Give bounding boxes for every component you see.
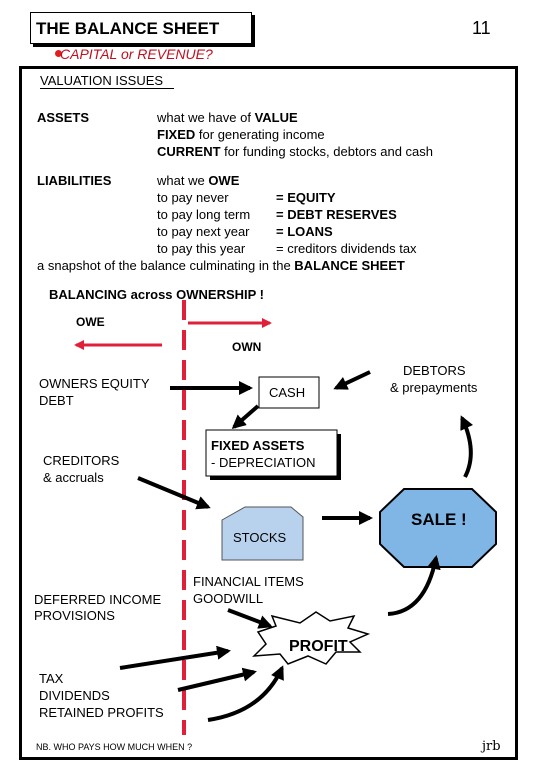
subtitle: CAPITAL or REVENUE?	[60, 46, 213, 62]
cash-box	[258, 376, 320, 409]
assets-line-2: FIXED for generating income	[157, 127, 325, 142]
depreciation-label: - DEPRECIATION	[211, 455, 316, 470]
liability-row-right: = DEBT RESERVES	[276, 207, 397, 222]
liabilities-intro: what we OWE	[157, 173, 240, 188]
profit-label: PROFIT	[289, 638, 348, 655]
debt-label: DEBT	[39, 393, 74, 408]
summary-line: a snapshot of the balance culminating in…	[37, 258, 405, 273]
retained-profits-label: RETAINED PROFITS	[39, 705, 164, 720]
cash-label: CASH	[269, 385, 306, 400]
own-label: OWN	[232, 340, 262, 354]
liability-row-right: = EQUITY	[276, 190, 336, 205]
valuation-heading: VALUATION ISSUES	[40, 73, 164, 88]
sale-label: SALE !	[411, 510, 467, 529]
liability-row-right: = creditors dividends tax	[276, 241, 417, 256]
goodwill-label: GOODWILL	[193, 591, 264, 606]
sale-to-profit-arrow	[387, 555, 441, 616]
dividends-label: DIVIDENDS	[39, 688, 110, 703]
deferred-income-label: DEFERRED INCOME	[34, 592, 162, 607]
financial-items-label: FINANCIAL ITEMS	[193, 574, 304, 589]
liability-row-right: = LOANS	[276, 224, 333, 239]
liability-row-left: to pay this year	[157, 241, 246, 256]
liability-row-left: to pay never	[157, 190, 229, 205]
accruals-label: & accruals	[43, 470, 104, 485]
sale-shape	[379, 488, 497, 568]
profit-starburst	[252, 611, 371, 665]
owners-equity-label: OWNERS EQUITY	[39, 376, 150, 391]
creditors-label: CREDITORS	[43, 453, 120, 468]
heading-underline	[40, 88, 174, 89]
sale-to-debtors-arrow	[460, 415, 474, 478]
owe-label: OWE	[76, 315, 105, 329]
assets-line-1: what we have of VALUE	[157, 110, 298, 125]
diagram-heading: BALANCING across OWNERSHIP !	[49, 287, 265, 302]
bullet-icon	[55, 50, 62, 57]
stocks-shape	[221, 506, 304, 561]
stocks-label: STOCKS	[233, 530, 287, 545]
liability-row-left: to pay long term	[157, 207, 251, 222]
title-box	[30, 12, 252, 44]
content-frame	[19, 66, 518, 760]
author-initials: jrb	[482, 739, 501, 754]
financial-to-profit-arrow	[227, 608, 273, 629]
prepayments-label: & prepayments	[390, 380, 478, 395]
cash-to-fixed-arrow	[231, 404, 260, 429]
assets-line-3: CURRENT for funding stocks, debtors and …	[157, 144, 434, 159]
assets-label: ASSETS	[37, 110, 90, 125]
page-title: THE BALANCE SHEET	[36, 19, 220, 38]
creditors-to-stocks-arrow	[137, 476, 211, 510]
liabilities-label: LIABILITIES	[37, 173, 112, 188]
debtors-label: DEBTORS	[403, 363, 466, 378]
tax-label: TAX	[39, 671, 64, 686]
profit-to-tax-arrow-2	[177, 667, 257, 692]
provisions-label: PROVISIONS	[34, 608, 115, 623]
fixed-assets-label: FIXED ASSETS	[211, 438, 305, 453]
liability-row-left: to pay next year	[157, 224, 250, 239]
profit-to-tax-arrow-1	[119, 645, 231, 670]
debtors-to-cash-arrow	[333, 370, 371, 390]
fixed-assets-box	[205, 429, 338, 477]
footer-note: NB. WHO PAYS HOW MUCH WHEN ?	[36, 742, 193, 752]
page-number: 11	[472, 18, 491, 38]
retained-to-profit-arrow	[207, 665, 284, 722]
